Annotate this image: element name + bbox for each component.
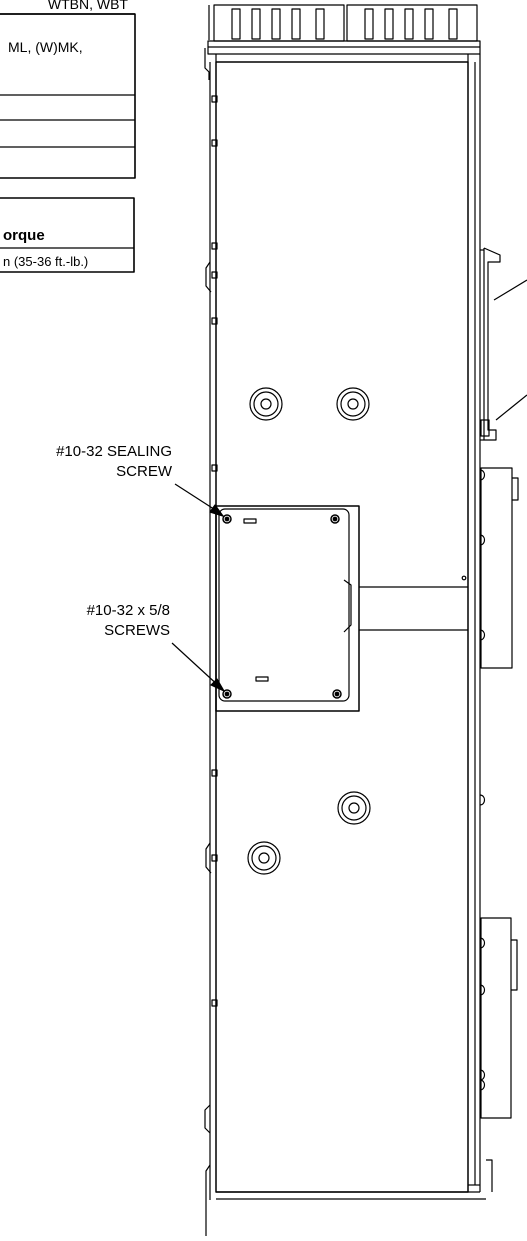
torque-table bbox=[0, 197, 135, 273]
callout-screws-line2: SCREWS bbox=[104, 622, 170, 639]
fitting-upper-right bbox=[336, 387, 370, 421]
fitting-upper-left bbox=[249, 387, 283, 421]
terminal-block-left bbox=[208, 4, 345, 42]
conduit bbox=[359, 575, 468, 631]
leader-upper-right bbox=[493, 279, 527, 301]
fitting-lower-right bbox=[337, 791, 371, 825]
upper-table-row-2: ML, (W)MK, bbox=[8, 39, 83, 55]
cover-screws bbox=[222, 514, 342, 699]
left-hinges bbox=[204, 48, 218, 1237]
upper-table-row-1: WTBN, WBT bbox=[48, 0, 129, 12]
fitting-lower-left bbox=[247, 841, 281, 875]
upper-table-text: WTBN, WBT ML, (W)MK, bbox=[8, 0, 128, 55]
callout-screws-line1: #10-32 x 5/8 bbox=[87, 602, 170, 619]
callout-sealing-screw: #10-32 SEALING SCREW bbox=[56, 443, 173, 480]
right-bracket-lower bbox=[479, 917, 518, 1192]
upper-table bbox=[0, 13, 136, 179]
leader-sealing-screw bbox=[174, 483, 224, 517]
torque-table-value: n (35-36 ft.-lb.) bbox=[3, 254, 88, 269]
enclosure-body bbox=[209, 54, 486, 1200]
right-bracket-middle bbox=[479, 467, 519, 1081]
callout-sealing-screw-line2: SCREW bbox=[116, 463, 173, 480]
leader-screws bbox=[171, 642, 225, 692]
torque-table-header: orque bbox=[3, 227, 45, 244]
callout-sealing-screw-line1: #10-32 SEALING bbox=[56, 443, 172, 460]
access-cover bbox=[215, 505, 360, 712]
terminal-block-right bbox=[346, 4, 478, 42]
right-bracket-upper bbox=[480, 247, 501, 441]
callout-screws: #10-32 x 5/8 SCREWS bbox=[87, 602, 170, 639]
leader-lower-right bbox=[495, 394, 527, 421]
